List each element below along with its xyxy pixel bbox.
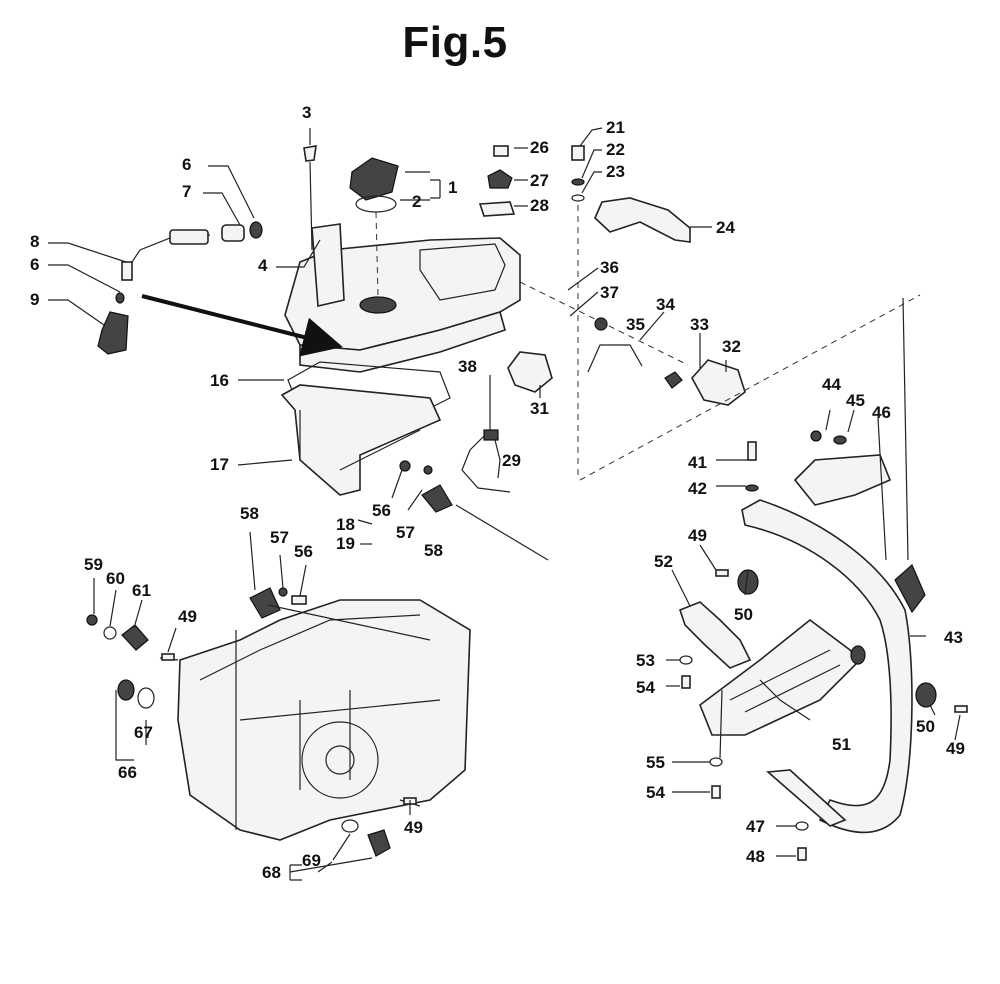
- callout-54-upper: 54: [636, 678, 655, 697]
- callout-46: 46: [872, 403, 891, 422]
- callout-54-lower: 54: [646, 783, 665, 802]
- callout-49-right: 49: [946, 739, 965, 758]
- callout-3: 3: [302, 103, 311, 122]
- callout-21: 21: [606, 118, 625, 137]
- callout-49-bottom: 49: [404, 818, 423, 837]
- callout-56-right: 56: [372, 501, 391, 520]
- handle-assembly: [461, 145, 921, 561]
- callout-60: 60: [106, 569, 125, 588]
- crankcase-assembly: [86, 460, 549, 857]
- callout-32: 32: [722, 337, 741, 356]
- callout-41: 41: [688, 453, 707, 472]
- callout-57-left: 57: [270, 528, 289, 547]
- callout-47: 47: [746, 817, 765, 836]
- callout-1: 1: [448, 178, 457, 197]
- callout-33: 33: [690, 315, 709, 334]
- callout-6-lower: 6: [30, 255, 39, 274]
- callout-38: 38: [458, 357, 477, 376]
- callout-57-right: 57: [396, 523, 415, 542]
- callout-45: 45: [846, 391, 865, 410]
- fuel-tank-housing: [141, 223, 521, 496]
- callout-4: 4: [258, 256, 268, 275]
- callout-49-left: 49: [178, 607, 197, 626]
- callout-58-left: 58: [240, 504, 259, 523]
- fuel-hose-filter: [97, 221, 263, 355]
- callout-55: 55: [646, 753, 665, 772]
- callout-16: 16: [210, 371, 229, 390]
- callout-69: 69: [302, 851, 321, 870]
- front-handle-assembly: [161, 430, 968, 861]
- callout-42: 42: [688, 479, 707, 498]
- callout-7: 7: [182, 182, 191, 201]
- callout-29: 29: [502, 451, 521, 470]
- callout-2: 2: [412, 192, 421, 211]
- callout-61: 61: [132, 581, 151, 600]
- callout-6-upper: 6: [182, 155, 191, 174]
- callout-48: 48: [746, 847, 765, 866]
- callout-31: 31: [530, 399, 549, 418]
- figure-title: Fig.5: [402, 18, 508, 67]
- callout-labels: 3 1 2 6 7 8 6 9 4 16 17 18 19 26 27 28 2…: [30, 103, 965, 882]
- callout-50-left: 50: [734, 605, 753, 624]
- callout-53: 53: [636, 651, 655, 670]
- callout-68: 68: [262, 863, 281, 882]
- callout-9: 9: [30, 290, 39, 309]
- callout-66: 66: [118, 763, 137, 782]
- callout-49-handle: 49: [688, 526, 707, 545]
- callout-58-right: 58: [424, 541, 443, 560]
- callout-8: 8: [30, 232, 39, 251]
- callout-67: 67: [134, 723, 153, 742]
- callout-28: 28: [530, 196, 549, 215]
- callout-23: 23: [606, 162, 625, 181]
- callout-52: 52: [654, 552, 673, 571]
- callout-50-right: 50: [916, 717, 935, 736]
- callout-51: 51: [832, 735, 851, 754]
- callout-17: 17: [210, 455, 229, 474]
- callout-59: 59: [84, 555, 103, 574]
- callout-18: 18: [336, 515, 355, 534]
- leader-lines: [48, 127, 961, 881]
- callout-34: 34: [656, 295, 675, 314]
- callout-19: 19: [336, 534, 355, 553]
- callout-56-left: 56: [294, 542, 313, 561]
- fuel-cap-assembly: [303, 145, 399, 297]
- callout-24: 24: [716, 218, 735, 237]
- callout-35: 35: [626, 315, 645, 334]
- callout-22: 22: [606, 140, 625, 159]
- callout-26: 26: [530, 138, 549, 157]
- callout-36: 36: [600, 258, 619, 277]
- callout-43: 43: [944, 628, 963, 647]
- callout-37: 37: [600, 283, 619, 302]
- callout-44: 44: [822, 375, 841, 394]
- callout-27: 27: [530, 171, 549, 190]
